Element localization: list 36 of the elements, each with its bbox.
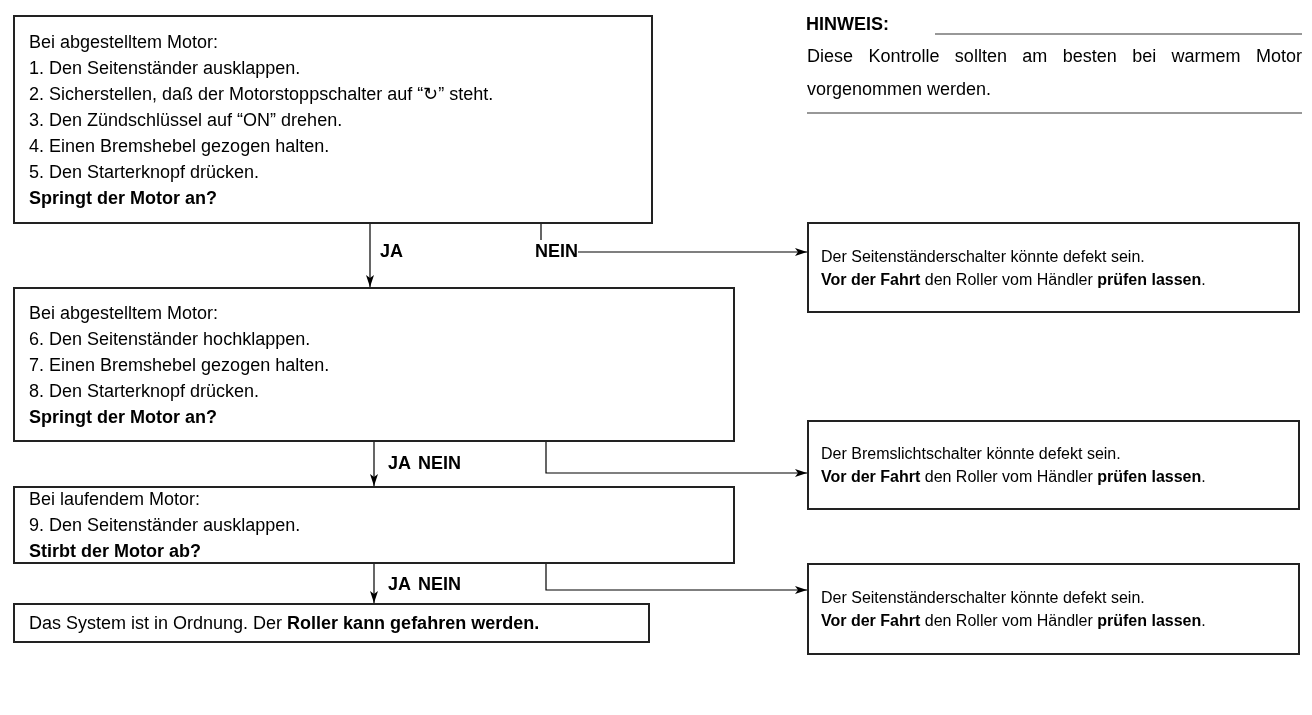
- step-text: 8. Den Starterknopf drücken.: [29, 379, 261, 403]
- result-text: Der Bremslichtschalter könnte defekt sein.: [821, 444, 1122, 464]
- step-text: 2. Sicherstellen, daß der Motorstoppschalter auf “↻” steht.: [29, 82, 495, 106]
- result-box: [807, 420, 1300, 510]
- step-text: 5. Den Starterknopf drücken.: [29, 160, 261, 184]
- result-box: [807, 563, 1300, 655]
- arrow: [370, 441, 378, 487]
- result-text: Vor der Fahrt den Roller vom Händler prüfen lassen.: [821, 269, 1207, 290]
- step-heading: Bei abgestelltem Motor:: [29, 301, 220, 325]
- arrow: [366, 223, 374, 288]
- step-box: [13, 287, 735, 442]
- step-text: Das System ist in Ordnung. Der Roller kann gefahren werden.: [29, 612, 541, 635]
- arrow: [545, 563, 808, 594]
- question-text: Stirbt der Motor ab?: [29, 540, 202, 563]
- step-text: 1. Den Seitenständer ausklappen.: [29, 56, 302, 80]
- step-box: [13, 486, 735, 564]
- arrow: [545, 441, 808, 477]
- step-text: 4. Einen Bremshebel gezogen halten.: [29, 134, 331, 158]
- step-text: 7. Einen Bremshebel gezogen halten.: [29, 353, 331, 377]
- note-text: Diese Kontrolle sollten am besten bei warmem Motor vorgenommen werden.: [807, 45, 1302, 101]
- step-text: 6. Den Seitenständer hochklappen.: [29, 327, 312, 351]
- step-box: [13, 15, 653, 224]
- question-text: Springt der Motor an?: [29, 405, 218, 429]
- result-text: Vor der Fahrt den Roller vom Händler prüfen lassen.: [821, 611, 1207, 631]
- note-heading: HINWEIS:: [806, 13, 889, 36]
- step-heading: Bei abgestelltem Motor:: [29, 30, 220, 54]
- step-text: 9. Den Seitenständer ausklappen.: [29, 514, 302, 537]
- step-text: 3. Den Zündschlüssel auf “ON” drehen.: [29, 108, 344, 132]
- step-box: [13, 603, 650, 643]
- step-heading: Bei laufendem Motor:: [29, 488, 202, 511]
- result-text: Der Seitenständerschalter könnte defekt sein.: [821, 588, 1146, 608]
- question-text: Springt der Motor an?: [29, 186, 218, 210]
- result-text: Der Seitenständerschalter könnte defekt sein.: [821, 246, 1146, 267]
- result-box: [807, 222, 1300, 313]
- result-text: Vor der Fahrt den Roller vom Händler prüfen lassen.: [821, 467, 1207, 487]
- arrow: [370, 563, 378, 604]
